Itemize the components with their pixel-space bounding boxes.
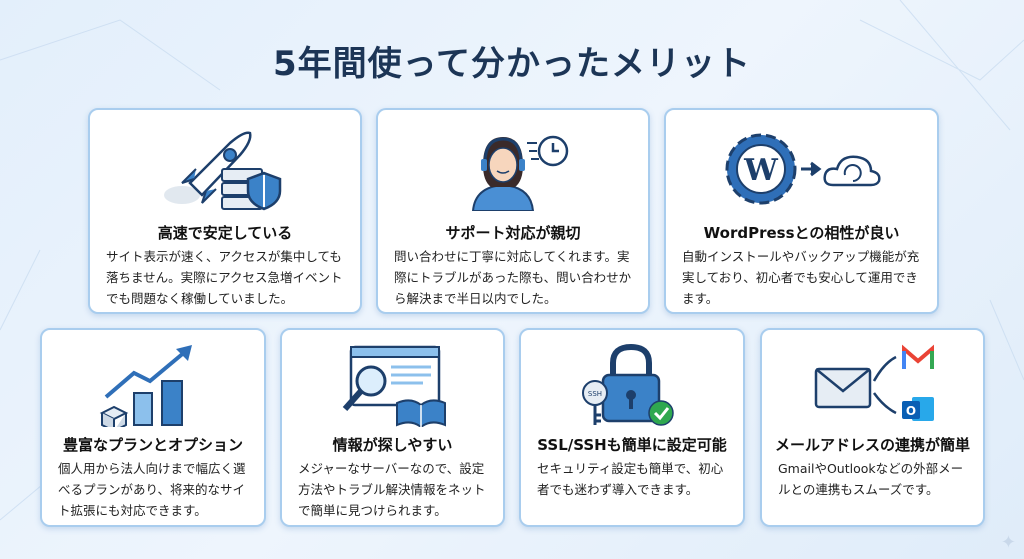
rocket-server-shield-icon [90, 124, 360, 212]
card-title: メールアドレスの連携が簡単 [774, 436, 970, 454]
card-title: サポート対応が親切 [445, 224, 581, 242]
card-ssl: SSH SSL/SSHも簡単に設定可能 セキュリティ設定も簡単で、初心者でも迷わ… [519, 328, 745, 527]
card-body: 問い合わせに丁寧に対応してくれます。実際にトラブルがあった際も、問い合わせから解… [394, 249, 632, 306]
card-title: 情報が探しやすい [332, 436, 453, 454]
card-title: 豊富なプランとオプション [62, 436, 243, 454]
padlock-key-check-icon: SSH [521, 340, 743, 428]
page-title: 5年間使って分かったメリット [273, 44, 751, 84]
support-operator-clock-icon [378, 124, 648, 212]
card-title: 高速で安定している [157, 224, 293, 242]
card-body: 個人用から法人向けまで幅広く選べるプランがあり、将来的なサイト拡張にも対応できま… [58, 461, 246, 518]
card-title: WordPressとの相性が良い [703, 224, 900, 242]
card-body: 自動インストールやバックアップ機能が充実しており、初心者でも安心して運用できます… [682, 249, 920, 306]
wordpress-gear-cloud-icon: W [666, 124, 937, 212]
card-mail: O メールアドレスの連携が簡単 GmailやOutlookなどの外部メールとの連… [760, 328, 985, 527]
card-body: GmailやOutlookなどの外部メールとの連携もスムーズです。 [778, 461, 964, 497]
card-body: メジャーなサーバーなので、設定方法やトラブル解決情報をネットで簡単に見つけられま… [298, 461, 486, 518]
svg-text:O: O [905, 404, 915, 418]
card-info: 情報が探しやすい メジャーなサーバーなので、設定方法やトラブル解決情報をネットで… [280, 328, 505, 527]
growth-chart-icon [42, 340, 264, 428]
card-fast-stable: 高速で安定している サイト表示が速く、アクセスが集中しても落ちません。実際にアク… [88, 108, 362, 314]
card-title: SSL/SSHも簡単に設定可能 [537, 436, 727, 454]
browser-search-book-icon [282, 340, 503, 428]
card-support: サポート対応が親切 問い合わせに丁寧に対応してくれます。実際にトラブルがあった際… [376, 108, 650, 314]
card-wordpress: W WordPressとの相性が良い 自動インストールやバックアップ機能が充実し… [664, 108, 939, 314]
sparkle-icon: ✦ [1000, 532, 1016, 553]
card-body: サイト表示が速く、アクセスが集中しても落ちません。実際にアクセス急増イベントでも… [106, 249, 343, 306]
card-body: セキュリティ設定も簡単で、初心者でも迷わず導入できます。 [537, 461, 724, 497]
svg-text:W: W [743, 153, 779, 188]
svg-text:SSH: SSH [588, 390, 602, 398]
mail-gmail-outlook-icon: O [762, 340, 983, 428]
card-plans: 豊富なプランとオプション 個人用から法人向けまで幅広く選べるプランがあり、将来的… [40, 328, 266, 527]
